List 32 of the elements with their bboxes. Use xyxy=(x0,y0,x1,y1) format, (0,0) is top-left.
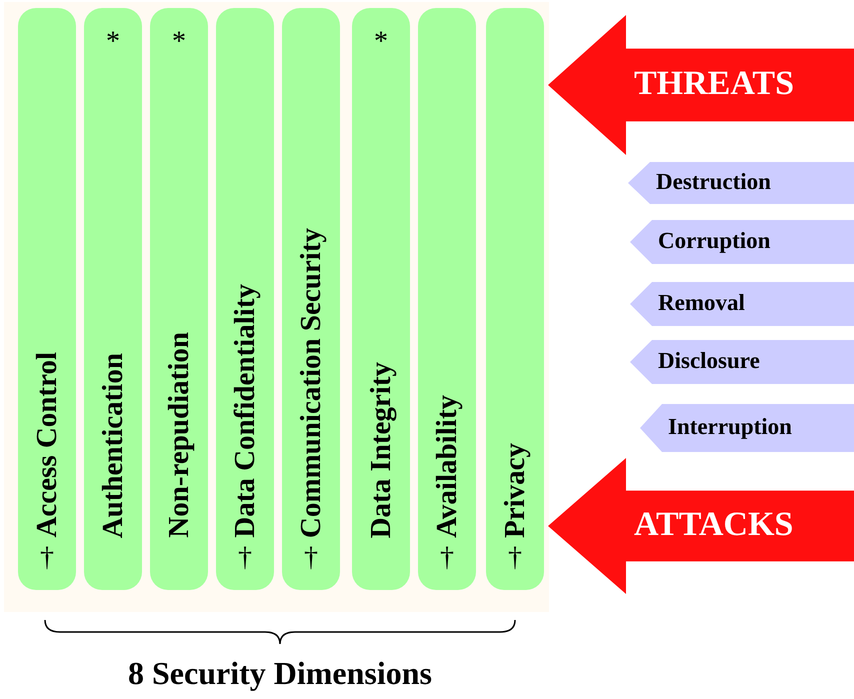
dimension-label: Authentication xyxy=(96,352,130,538)
dimension-bar xyxy=(352,8,410,590)
banner-text: ATTACKS xyxy=(634,506,794,544)
footnote-mark: † xyxy=(304,542,318,573)
dimension-bar xyxy=(150,8,208,590)
dimension-label: Privacy xyxy=(498,442,532,538)
dimension-bar xyxy=(84,8,142,590)
tag-text: Corruption xyxy=(658,228,770,254)
dimension-label: Access Control xyxy=(30,352,64,538)
dimension-bar xyxy=(486,8,544,590)
tag-text: Removal xyxy=(658,290,745,316)
dimension-label: Communication Security xyxy=(294,228,328,538)
footnote-mark: * xyxy=(172,26,186,57)
dimension-label: Non-repudiation xyxy=(162,332,196,538)
tag-text: Interruption xyxy=(668,414,792,440)
brace-caption: 8 Security Dimensions xyxy=(127,655,433,692)
dimension-bar xyxy=(216,8,274,590)
banner-text: THREATS xyxy=(634,65,794,103)
tag-text: Disclosure xyxy=(658,348,760,374)
footnote-mark: * xyxy=(106,26,120,57)
footnote-mark: † xyxy=(238,542,252,573)
footnote-mark: * xyxy=(374,26,388,57)
dimension-label: Availability xyxy=(430,395,464,538)
dimension-bar xyxy=(18,8,76,590)
footnote-mark: † xyxy=(440,542,454,573)
dimension-bar xyxy=(282,8,340,590)
tag-text: Destruction xyxy=(656,169,771,195)
footnote-mark: † xyxy=(508,542,522,573)
dimension-bar xyxy=(418,8,476,590)
dimension-label: Data Confidentiality xyxy=(228,284,262,538)
dimension-label: Data Integrity xyxy=(364,362,398,538)
footnote-mark: † xyxy=(40,542,54,573)
